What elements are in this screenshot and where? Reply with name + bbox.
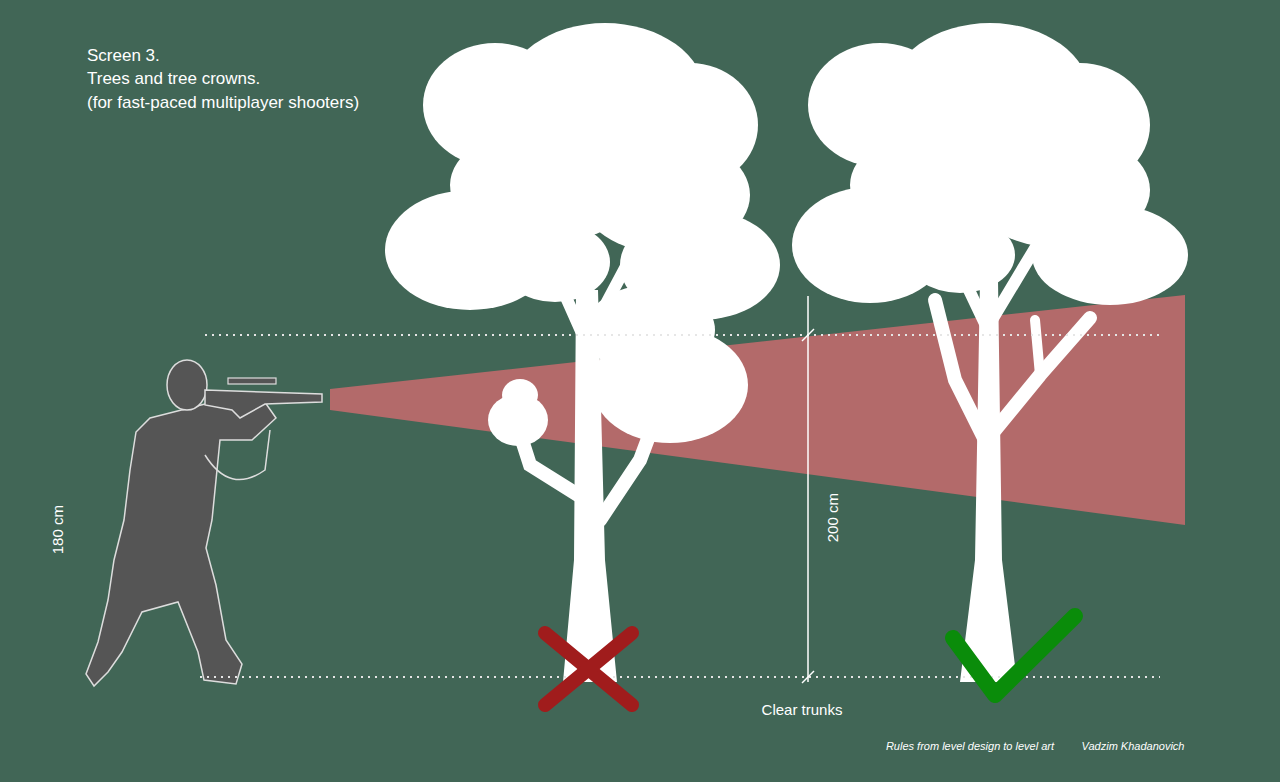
dimension-label: 180 cm [49, 505, 66, 554]
subtitle-text: Trees and tree crowns. [87, 69, 260, 89]
caption-label: Clear trunks [762, 701, 843, 718]
author-text: Vadzim Khadanovich [1082, 740, 1185, 753]
check-mark [953, 616, 1075, 695]
soldier-figure [86, 360, 322, 686]
credit-text: Rules from level design to level art [886, 740, 1054, 753]
cross-mark [545, 633, 632, 705]
dimension-tick [802, 671, 814, 683]
dimension-label: 200 cm [824, 493, 841, 542]
height-line [205, 334, 1160, 336]
dimension-tick [802, 329, 814, 341]
tree-good [792, 23, 1188, 682]
sight-cone [330, 295, 1185, 525]
subtitle-text: (for fast-paced multiplayer shooters) [87, 93, 359, 113]
title-text: Screen 3. [87, 46, 160, 66]
dimension-line [807, 296, 809, 682]
tree-bad [385, 23, 780, 682]
